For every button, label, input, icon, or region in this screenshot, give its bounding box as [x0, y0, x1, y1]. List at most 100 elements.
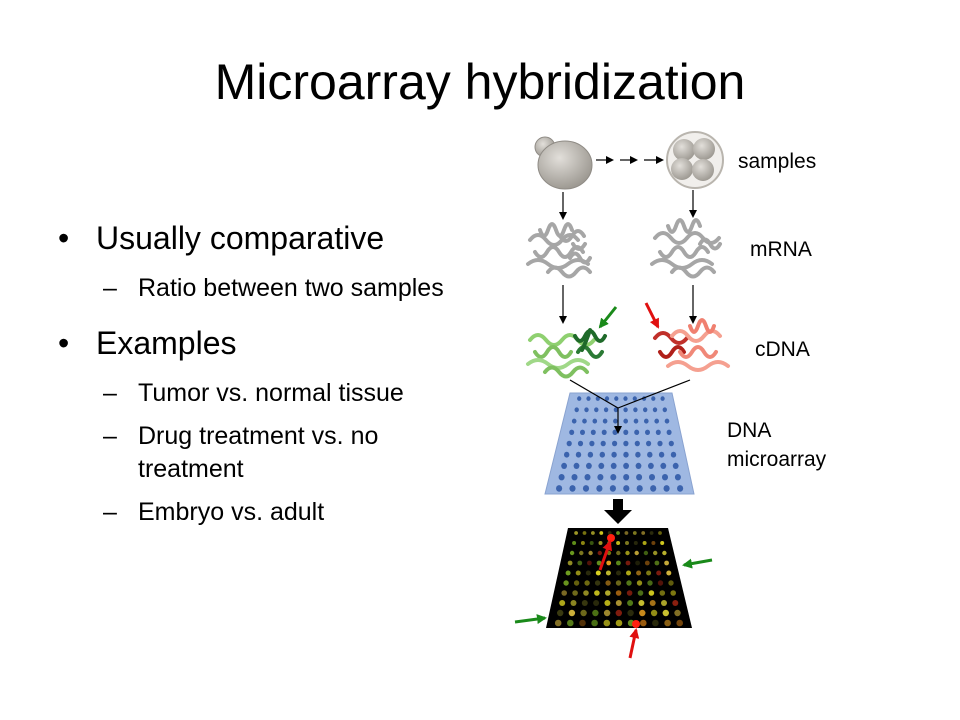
scanned-spot: [605, 570, 611, 576]
bullet-list: • Usually comparative – Ratio between tw…: [58, 218, 478, 539]
array-spot: [672, 462, 679, 469]
array-spot: [577, 440, 584, 447]
scanned-spot: [648, 590, 655, 596]
scanned-spot: [615, 600, 622, 606]
scanned-spots: [554, 531, 683, 628]
scanned-spot: [572, 590, 578, 596]
cdna-red-icon: [653, 318, 730, 372]
scanned-spot: [606, 560, 612, 566]
scanned-spot: [657, 580, 664, 586]
scanned-spot: [641, 531, 646, 535]
scanned-spot: [670, 590, 676, 596]
array-spot: [674, 474, 681, 481]
scanned-spot: [649, 531, 654, 535]
scanned-spot: [616, 550, 621, 556]
label-microarray: microarray: [727, 448, 827, 471]
scanned-spot: [603, 619, 611, 627]
scanned-spot: [642, 541, 647, 545]
scanned-spot: [625, 541, 629, 545]
label-samples: samples: [738, 150, 817, 173]
scanned-spot: [579, 619, 586, 627]
array-spot: [577, 396, 582, 401]
scanned-spot: [592, 609, 599, 617]
label-mrna: mRNA: [750, 238, 812, 261]
scanned-spot: [598, 541, 603, 545]
array-spot: [663, 485, 670, 492]
array-spot: [589, 440, 595, 447]
scanned-spot: [616, 560, 621, 566]
scanned-spot: [591, 619, 598, 627]
scanned-spot: [636, 580, 643, 586]
red-spot-arrow-top: [598, 540, 613, 571]
sub-bullet-embryo: – Embryo vs. adult: [58, 496, 478, 529]
scan-arrow-icon: [604, 499, 632, 524]
scanned-spot: [647, 580, 653, 586]
scanned-spot: [637, 590, 644, 596]
array-spot: [600, 440, 606, 447]
scanned-spot: [584, 580, 590, 586]
scanned-spot: [583, 590, 589, 596]
bullet-text: Examples: [96, 325, 237, 361]
array-spot: [660, 462, 667, 469]
scanned-spot: [638, 600, 645, 606]
array-spot: [599, 451, 605, 458]
scanned-spot: [626, 570, 631, 576]
scanned-spot: [582, 531, 587, 535]
scanned-spot: [635, 560, 640, 566]
scanned-spot: [625, 560, 631, 566]
array-spot: [644, 418, 649, 424]
array-spot: [636, 474, 643, 481]
scanned-spot: [615, 609, 622, 617]
array-spot: [571, 418, 577, 424]
red-spot-arrow-bottom: [628, 628, 640, 659]
scanned-spot: [569, 550, 575, 556]
array-spot: [590, 429, 596, 435]
scanned-spot: [653, 550, 658, 556]
array-spot: [611, 451, 617, 458]
green-spot-arrow-right: [682, 558, 713, 569]
array-spot: [566, 440, 572, 447]
bullet-marker: •: [58, 325, 70, 361]
scanned-spot: [574, 531, 578, 535]
array-spot: [612, 440, 618, 447]
array-spot: [569, 485, 576, 492]
scanned-spot: [651, 541, 656, 545]
scanned-spot: [664, 619, 671, 627]
array-spot: [646, 440, 652, 447]
scanned-spot: [634, 550, 639, 556]
scanned-spot: [591, 531, 595, 535]
scanned-spot: [661, 600, 667, 606]
scanned-spot: [615, 590, 622, 596]
array-spot: [677, 485, 684, 492]
array-spot: [654, 418, 659, 424]
mrna-left-icon: [526, 222, 592, 279]
scanned-spot: [554, 619, 562, 627]
array-spot: [632, 396, 637, 401]
scanned-spot: [668, 580, 674, 586]
array-spot: [636, 485, 643, 492]
array-spot: [587, 451, 594, 458]
scanned-spot: [640, 619, 647, 627]
array-spot: [623, 451, 629, 458]
scanned-spot: [594, 590, 600, 596]
scanned-spot: [607, 531, 612, 535]
scanned-spot: [627, 600, 634, 606]
array-spot: [613, 418, 618, 424]
array-spot: [564, 451, 570, 458]
array-spot: [652, 407, 658, 413]
array-spot: [662, 474, 668, 481]
scanned-spot: [672, 600, 679, 606]
scanned-spot: [599, 531, 604, 535]
bullet-examples: • Examples: [58, 323, 478, 363]
array-spot: [662, 407, 667, 413]
scanned-spot: [615, 580, 622, 586]
hybridization-lines: [569, 379, 691, 434]
array-spot: [561, 462, 567, 469]
mrna-right-icon: [650, 218, 722, 279]
scanned-spot: [656, 570, 662, 576]
sub-bullet-text: Tumor vs. normal tissue: [138, 379, 404, 407]
flow-arrows: [559, 190, 697, 324]
scanned-spot: [563, 580, 569, 586]
array-spot: [603, 407, 609, 413]
